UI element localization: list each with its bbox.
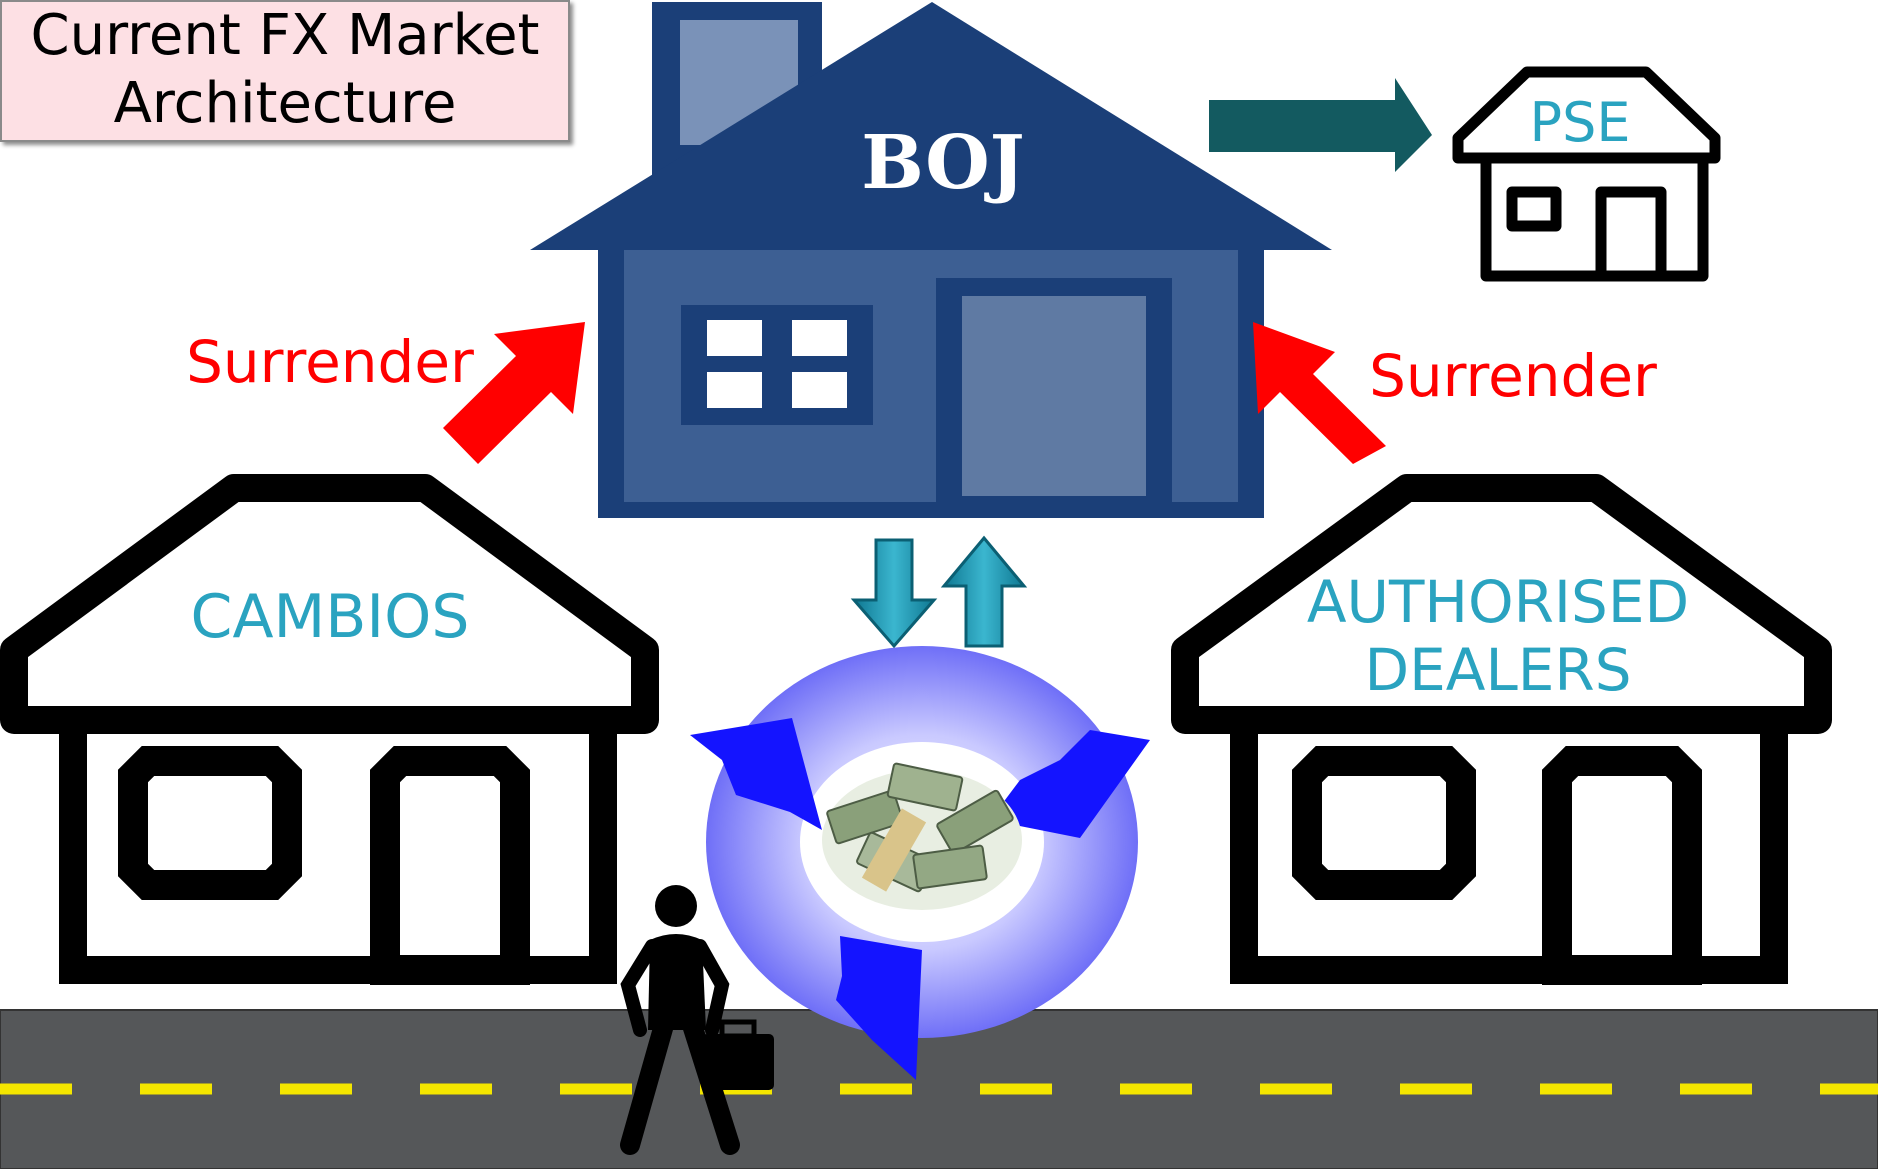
right-surrender-label: Surrender	[1369, 342, 1657, 410]
pse-label: PSE	[1530, 91, 1631, 154]
diagram-title: Current FX Market Architecture	[0, 0, 570, 142]
boj-label: BOJ	[861, 120, 1024, 206]
cambios-house: CAMBIOS	[0, 474, 659, 985]
pse-house: PSE	[1452, 66, 1721, 282]
authorised-dealers-label-line-1: AUTHORISED	[1307, 568, 1689, 636]
money-pile-icon	[822, 762, 1022, 910]
arrow-boj-to-pse	[1209, 78, 1432, 172]
up-arrow	[940, 535, 1028, 648]
down-arrow	[850, 538, 938, 649]
authorised-dealers-house: AUTHORISED DEALERS	[1171, 474, 1832, 985]
authorised-dealers-label-line-2: DEALERS	[1364, 636, 1631, 704]
title-line-2: Architecture	[113, 71, 457, 136]
right-surrender-arrow	[1253, 322, 1386, 464]
boj-house: BOJ	[530, 2, 1332, 518]
cambios-label: CAMBIOS	[191, 582, 470, 652]
person-with-briefcase-icon	[620, 885, 774, 1155]
left-surrender-label: Surrender	[186, 328, 474, 396]
title-line-1: Current FX Market	[30, 3, 540, 68]
left-surrender-arrow	[443, 322, 585, 464]
